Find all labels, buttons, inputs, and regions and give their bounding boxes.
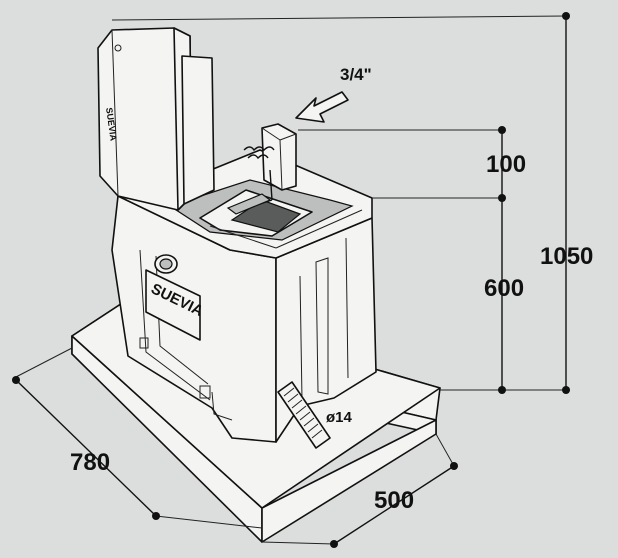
dimension-width [261, 433, 458, 548]
lid-brand-text: SUEVIA [104, 107, 119, 142]
depth-label: 780 [70, 449, 110, 476]
inlet-size-label: 3/4" [340, 65, 372, 84]
dimension-trough [298, 126, 506, 394]
dimension-depth [12, 347, 263, 529]
width-label: 500 [374, 487, 414, 514]
drain-label: ø14 [326, 409, 353, 426]
total-height-label: 1050 [540, 243, 593, 270]
lid: SUEVIA [97, 27, 215, 211]
inlet-arrow [295, 91, 349, 123]
trough-height-label: 600 [484, 275, 524, 302]
drain-pipe [277, 381, 331, 449]
top-offset-label: 100 [486, 151, 526, 178]
valve-mechanism [226, 123, 297, 215]
